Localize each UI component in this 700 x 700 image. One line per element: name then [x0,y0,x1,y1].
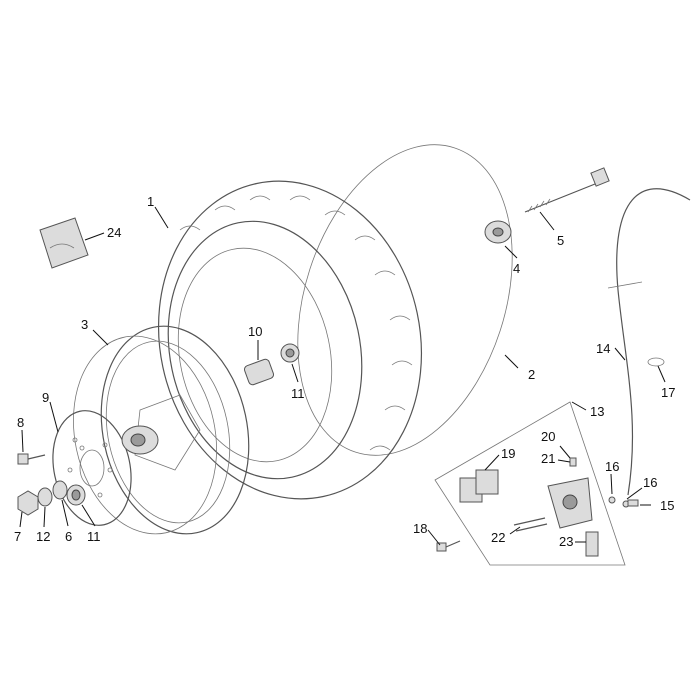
caliper-body [547,477,593,529]
callout-8: 8 [17,415,24,430]
part-11-bearing-left [66,484,86,506]
part-18-bolt [436,540,461,552]
part-19-brake-pads [459,469,499,503]
callout-20: 20 [541,429,555,444]
callout-7: 7 [14,529,21,544]
callout-19: 19 [501,446,515,461]
callout-24: 24 [107,225,121,240]
part-11-bearing-centre [280,343,300,363]
callout-23: 23 [559,534,573,549]
leader-lines [19,206,666,546]
part-2-disc-outline [297,144,513,456]
callout-4: 4 [513,261,520,276]
callout-16b: 16 [643,475,657,490]
callout-10: 10 [248,324,262,339]
callout-13: 13 [590,404,604,419]
part-12-washer [37,487,53,507]
callout-17: 17 [661,385,675,400]
part-24-label-pack [39,217,89,269]
callout-11b: 11 [87,529,101,544]
callout-14: 14 [596,341,610,356]
callout-6: 6 [65,529,72,544]
callout-2: 2 [528,367,535,382]
part-13-caliper-group [434,401,626,566]
callout-16a: 16 [605,459,619,474]
callout-15: 15 [660,498,674,513]
callout-11a: 11 [291,386,305,401]
part-3-ring [73,335,217,535]
part-3-rim [100,325,250,535]
callout-5: 5 [557,233,564,248]
part-9-brake-disc [52,410,132,526]
callout-labels: 1 2 3 4 5 6 7 8 9 10 11 11 12 13 14 15 1… [14,194,675,549]
part-1-tyre [157,180,423,500]
hub [121,425,159,455]
part-10-spacer [243,358,275,386]
part-5-axle [524,167,610,213]
part-8-bolt [17,453,46,465]
callout-12: 12 [36,529,50,544]
callout-1: 1 [147,194,154,209]
part-15-16-fittings [608,496,639,508]
part-23-plate [585,531,599,557]
part-6-washer [52,480,68,500]
callout-9: 9 [42,390,49,405]
callout-18: 18 [413,521,427,536]
part-14-brake-hose [607,188,691,496]
part-4-bushing [484,220,512,244]
part-22-pins [513,517,548,532]
callout-3: 3 [81,317,88,332]
callout-21: 21 [541,451,555,466]
callout-22: 22 [491,530,505,545]
part-7-nut [17,490,39,516]
part-17-clip [647,357,665,367]
part-20-21-screw [569,457,577,467]
